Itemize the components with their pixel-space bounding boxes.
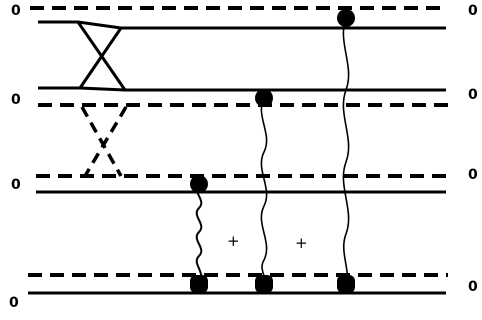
vertex-middle-top (255, 89, 273, 107)
plus-sign-1: + (227, 232, 240, 250)
dashed-cross-a (80, 106, 123, 177)
solid-line-upper (38, 20, 446, 30)
wavy-line-left (195, 183, 203, 285)
right-label-4: 0 (468, 279, 478, 295)
solid-cross-b (78, 27, 123, 89)
left-label-3: 0 (11, 177, 21, 193)
solid-line-second (38, 86, 446, 92)
right-label-1: 0 (468, 3, 478, 19)
vertex-right-top (337, 9, 355, 27)
vertex-left-top (190, 175, 208, 193)
vertex-middle-bottom (255, 275, 273, 293)
left-label-1: 0 (11, 3, 21, 19)
wavy-line-right (342, 17, 350, 285)
wavy-line-middle (260, 97, 268, 285)
right-label-3: 0 (468, 167, 478, 183)
dashed-cross-b (83, 106, 128, 177)
vertex-left-bottom (190, 275, 208, 293)
left-label-4: 0 (9, 295, 19, 311)
plus-sign-2: + (295, 234, 308, 252)
right-label-2: 0 (468, 87, 478, 103)
vertex-right-bottom (337, 275, 355, 293)
left-label-2: 0 (11, 92, 21, 108)
